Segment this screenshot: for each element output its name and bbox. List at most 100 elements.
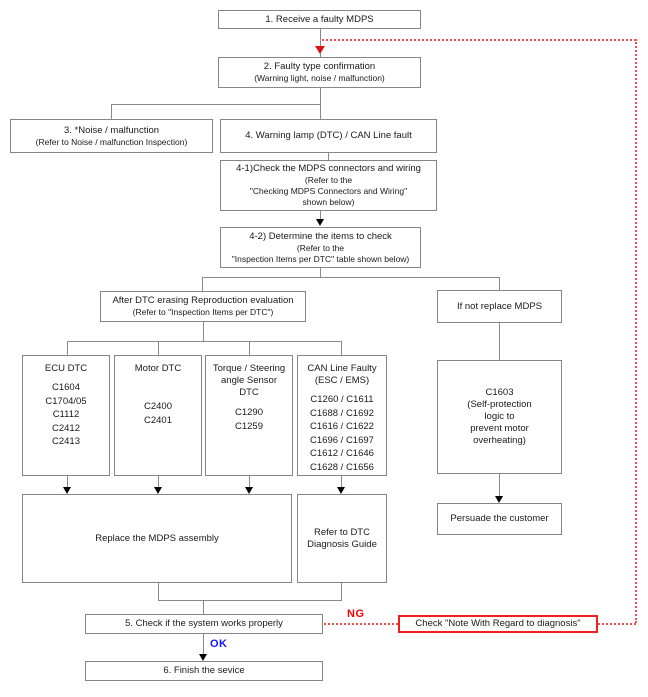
connector-step2-step4 [320,88,321,119]
node-torque-dtc-title-line1: Torque / Steering [212,363,286,374]
dtc-code: C2400 [144,401,172,412]
connector-drop-motor [158,341,159,355]
dtc-code: C1696 / C1697 [310,434,374,446]
connector-split-afterdtc [202,277,203,291]
node-can-dtc: CAN Line Faulty (ESC / EMS) C1260 / C161… [297,355,387,476]
node-torque-dtc-title-line3: DTC [239,387,259,398]
connector-step41-step42 [320,211,321,221]
node-step5: 5. Check if the system works properly [85,614,323,634]
node-step4-1-line4: shown below) [302,197,355,207]
connector-can-refer [341,476,342,488]
node-after-dtc: After DTC erasing Reproduction evaluatio… [100,291,306,322]
node-after-dtc-line1: After DTC erasing Reproduction evaluatio… [112,295,294,306]
node-step4-1-line2: (Refer to the [304,175,353,185]
arrowhead-step5-step6-icon [199,654,207,661]
dtc-code: C2401 [144,414,172,426]
connector-refer-merge [341,583,342,600]
connector-drop-can [341,341,342,355]
arrowhead-torque-replace-icon [245,487,253,494]
node-check-note-label: Check "Note With Regard to diagnosis" [415,618,581,629]
arrowhead-motor-replace-icon [154,487,162,494]
node-replace-mdps: Replace the MDPS assembly [22,494,292,583]
node-c1603: C1603 (Self-protection logic to prevent … [437,360,562,474]
connector-drop-ecu [67,341,68,355]
node-persuade-customer-label: Persuade the customer [450,513,549,524]
red-return-arrowhead-icon [315,46,325,54]
connector-torque-replace [249,476,250,488]
connector-merge-hline [158,600,342,601]
node-can-dtc-codes: C1260 / C1611 C1688 / C1692 C1616 / C162… [310,393,374,474]
red-dotted-ng-line [324,623,398,625]
node-motor-dtc-codes: C2400 C2401 [144,400,172,427]
node-step1: 1. Receive a faulty MDPS [218,10,421,29]
connector-c1603-persuade [499,474,500,497]
connector-replace-merge [158,583,159,600]
node-c1603-line3: logic to [484,411,515,422]
connector-motor-replace [158,476,159,488]
connector-split-step3-step4 [111,104,321,105]
node-step3-title: 3. *Noise / malfunction [63,124,160,136]
node-step4-1-line3: "Checking MDPS Connectors and Wiring" [249,186,408,196]
dtc-code: C1616 / C1622 [310,421,374,432]
node-can-dtc-title: CAN Line Faulty [307,363,377,374]
node-step2-subtitle: (Warning light, noise / malfunction) [254,73,385,83]
node-ecu-dtc-title: ECU DTC [44,363,88,374]
connector-ecu-replace [67,476,68,488]
node-refer-dtc-guide-line1: Refer to DTC [314,526,370,538]
red-dotted-return-right [635,39,637,623]
dtc-code: C1688 / C1692 [310,407,374,419]
dtc-code: C1112 [52,409,80,420]
dtc-code: C2413 [51,436,80,447]
connector-split-branches [202,277,500,278]
connector-split-step3 [111,104,112,119]
node-step6: 6. Finish the sevice [85,661,323,681]
dtc-code: C1290 [235,407,263,418]
node-refer-dtc-guide: Refer to DTC Diagnosis Guide [297,494,387,583]
node-c1603-line4: prevent motor [470,423,529,434]
node-step4-2-line2: (Refer to the [296,242,345,253]
dtc-code: C1260 / C1611 [310,394,374,405]
dtc-code: C2412 [51,422,80,434]
node-step2-title: 2. Faulty type confirmation [263,61,376,72]
dtc-code: C1628 / C1656 [310,461,374,473]
node-step2: 2. Faulty type confirmation (Warning lig… [218,57,421,88]
connector-step4-step41 [328,153,329,160]
node-motor-dtc-title: Motor DTC [134,363,182,374]
node-torque-dtc: Torque / Steering angle Sensor DTC C1290… [205,355,293,476]
node-step4-label: 4. Warning lamp (DTC) / CAN Line fault [245,130,412,141]
node-step4-2-line3: "Inspection Items per DTC" table shown b… [231,253,410,264]
node-step4-2-line1: 4-2) Determine the items to check [249,230,392,242]
node-step3-subtitle: (Refer to Noise / malfunction Inspection… [35,136,188,147]
red-dotted-note-right-line [598,623,636,625]
node-can-dtc-subtitle: (ESC / EMS) [314,375,370,386]
connector-ifnot-c1603 [499,323,500,360]
ng-label: NG [347,608,365,620]
arrowhead-step41-step42-icon [316,219,324,226]
node-step1-label: 1. Receive a faulty MDPS [265,13,374,25]
dtc-code: C1604 [51,382,80,393]
node-after-dtc-line2: (Refer to "Inspection Items per DTC") [132,307,274,317]
arrowhead-ecu-replace-icon [63,487,71,494]
node-if-not-replace: If not replace MDPS [437,290,562,323]
connector-step42-split [320,268,321,277]
connector-step5-step6 [203,634,204,655]
node-if-not-replace-label: If not replace MDPS [456,300,542,312]
connector-drop-torque [249,341,250,355]
node-torque-dtc-codes: C1290 C1259 [235,406,263,433]
node-motor-dtc: Motor DTC C2400 C2401 [114,355,202,476]
node-check-note: Check "Note With Regard to diagnosis" [398,615,598,633]
node-step4: 4. Warning lamp (DTC) / CAN Line fault [220,119,437,153]
node-ecu-dtc: ECU DTC C1604 C1704/05 C1112 C2412 C2413 [22,355,110,476]
arrowhead-can-refer-icon [337,487,345,494]
connector-step1-step2 [320,29,321,57]
node-replace-mdps-label: Replace the MDPS assembly [95,532,219,544]
connector-afterdtc-split [203,322,204,341]
node-c1603-line2: (Self-protection [467,399,532,410]
connector-dtc-split [67,341,342,342]
arrowhead-c1603-persuade-icon [495,496,503,503]
connector-split-ifnot [499,277,500,290]
node-persuade-customer: Persuade the customer [437,503,562,535]
node-torque-dtc-title-line2: angle Sensor [221,375,277,386]
node-ecu-dtc-codes: C1604 C1704/05 C1112 C2412 C2413 [45,381,86,449]
